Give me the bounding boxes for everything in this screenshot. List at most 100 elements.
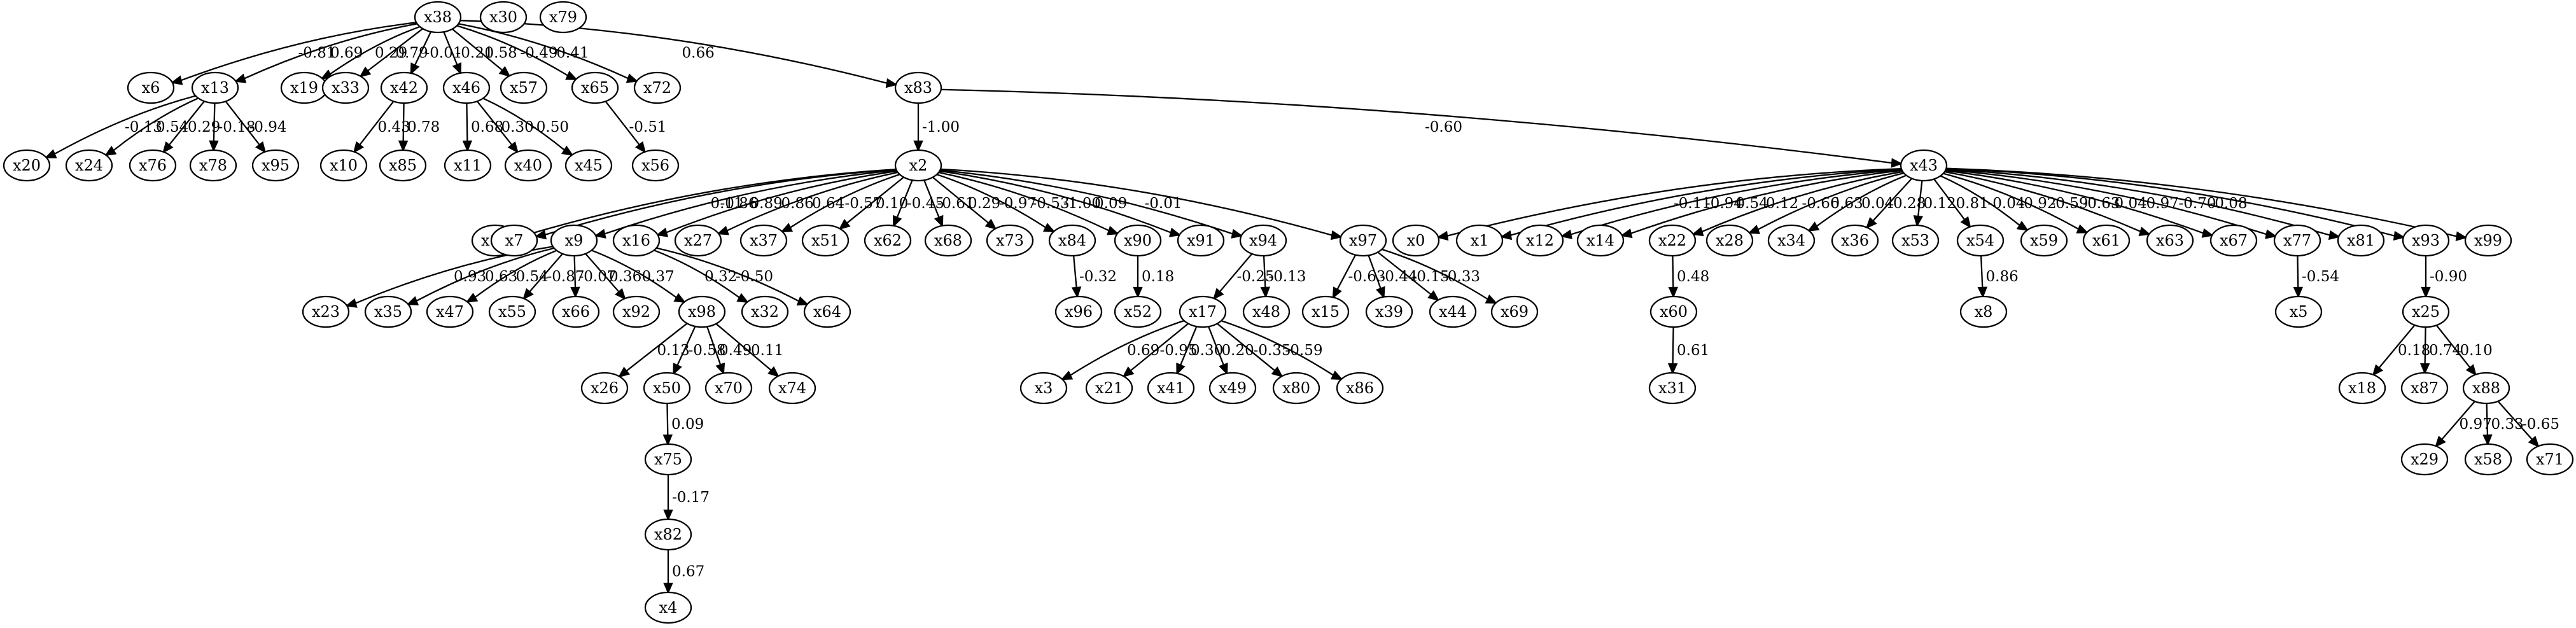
node-label: x1 — [1471, 232, 1489, 249]
node-label: x83 — [904, 79, 932, 97]
node-label: x94 — [1249, 232, 1277, 249]
edge-x2-x94: 0.09 — [940, 169, 1243, 239]
node-x28: x28 — [1705, 224, 1754, 257]
node-ellipse — [1648, 224, 1697, 257]
node-label: x2 — [909, 157, 928, 174]
arrowhead-icon — [1332, 286, 1342, 299]
edge-line — [329, 25, 421, 75]
arrowhead-icon — [1107, 225, 1119, 235]
edge-x88-x29: 0.97 — [2435, 401, 2492, 448]
node-x3: x3 — [1019, 372, 1068, 405]
edge-x93-x25: -0.90 — [2421, 256, 2467, 298]
node-label: x9 — [565, 232, 584, 249]
edge-weight-label: 0.29 — [968, 195, 1000, 212]
edge-weight-label: -0.15 — [1412, 269, 1450, 285]
node-x56: x56 — [631, 149, 680, 182]
node-ellipse — [191, 71, 239, 104]
edge-x9-x47: 0.54 — [465, 249, 557, 303]
edge-line — [2497, 400, 2533, 440]
arrowhead-icon — [780, 223, 794, 233]
edge-x17-x86: -0.59 — [1221, 320, 1343, 380]
node-x5: x5 — [2274, 295, 2323, 328]
arrowhead-icon — [561, 145, 574, 157]
node-x11: x11 — [444, 149, 492, 182]
node-x80: x80 — [1272, 372, 1320, 405]
edge-weight-label: 0.67 — [672, 564, 704, 580]
node-x98: x98 — [678, 295, 726, 328]
arrowhead-icon — [2528, 435, 2540, 448]
edge-line — [1263, 255, 1266, 288]
edge-line — [1944, 171, 2141, 232]
edge-x9-x66: -0.07 — [570, 255, 616, 298]
node-ellipse — [580, 372, 629, 405]
node-label: x32 — [751, 303, 779, 321]
node-x82: x82 — [644, 518, 692, 551]
node-label: x64 — [813, 303, 841, 321]
edge-x42-x10: 0.43 — [353, 101, 410, 154]
edge-weight-label: 0.89 — [750, 195, 783, 212]
node-x4: x4 — [644, 591, 692, 624]
node-label: x36 — [1841, 232, 1869, 249]
arrowhead-icon — [1330, 370, 1343, 380]
arrowhead-icon — [170, 75, 183, 85]
node-ellipse — [2464, 224, 2512, 257]
edge-line — [846, 176, 904, 224]
edge-line — [940, 169, 1233, 235]
node-ellipse — [1336, 372, 1384, 405]
edge-weight-label: 0.66 — [682, 45, 715, 62]
arrowhead-icon — [1330, 230, 1343, 241]
node-ellipse — [1272, 372, 1320, 405]
edge-line — [2435, 324, 2471, 368]
arrowhead-icon — [2138, 227, 2152, 237]
node-x92: x92 — [612, 295, 661, 328]
node-label: x87 — [2411, 379, 2439, 397]
arrowhead-icon — [209, 140, 219, 152]
edge-line — [1701, 171, 1903, 233]
node-ellipse — [768, 372, 816, 405]
arrowhead-icon — [1271, 366, 1284, 378]
arrowhead-icon — [565, 71, 578, 80]
arrowhead-icon — [1219, 362, 1228, 375]
edge-x13-x20: -0.13 — [44, 95, 196, 158]
arrowhead-icon — [1060, 370, 1074, 380]
edge-line — [414, 31, 432, 66]
arrowhead-icon — [1620, 228, 1633, 239]
node-ellipse — [1831, 224, 1879, 257]
edge-x38-x13: 0.69 — [234, 23, 417, 83]
node-ellipse — [1365, 295, 1413, 328]
edge-x43-x53: 0.12 — [1913, 180, 1956, 227]
node-ellipse — [1705, 224, 1754, 257]
node-label: x93 — [2412, 232, 2440, 249]
node-x6: x6 — [127, 71, 175, 104]
edge-x97-x15: -0.63 — [1332, 255, 1385, 299]
node-label: x15 — [1312, 303, 1340, 321]
node-x57: x57 — [500, 71, 548, 104]
edge-weight-label: -0.95 — [1160, 342, 1198, 359]
node-ellipse — [864, 224, 912, 257]
arrowhead-icon — [1977, 286, 1987, 298]
edge-line — [1672, 255, 1674, 288]
edge-weight-label: 0.63 — [1831, 195, 1863, 212]
edge-x42-x85: 0.78 — [398, 102, 440, 152]
edge-line — [1757, 172, 1905, 230]
edge-weight-label: 0.11 — [751, 342, 783, 359]
arrowhead-icon — [507, 141, 519, 154]
node-ellipse — [364, 295, 412, 328]
arrowhead-icon — [626, 73, 639, 83]
arrowhead-icon — [796, 296, 809, 306]
edge-x97-x39: -0.44 — [1368, 255, 1417, 299]
node-x22: x22 — [1648, 224, 1697, 257]
edge-x94-x48: -0.13 — [1260, 255, 1306, 298]
node-label: x51 — [811, 232, 839, 249]
edge-line — [1217, 323, 1276, 372]
node-x43: x43 — [1900, 149, 1948, 182]
edge-line — [545, 169, 897, 236]
edge-line — [456, 25, 568, 76]
node-ellipse — [2337, 224, 2385, 257]
node-label: x35 — [374, 303, 402, 321]
arrowhead-icon — [838, 218, 851, 230]
node-label: x49 — [1219, 379, 1247, 397]
node-x74: x74 — [768, 372, 816, 405]
edge-line — [482, 97, 565, 151]
